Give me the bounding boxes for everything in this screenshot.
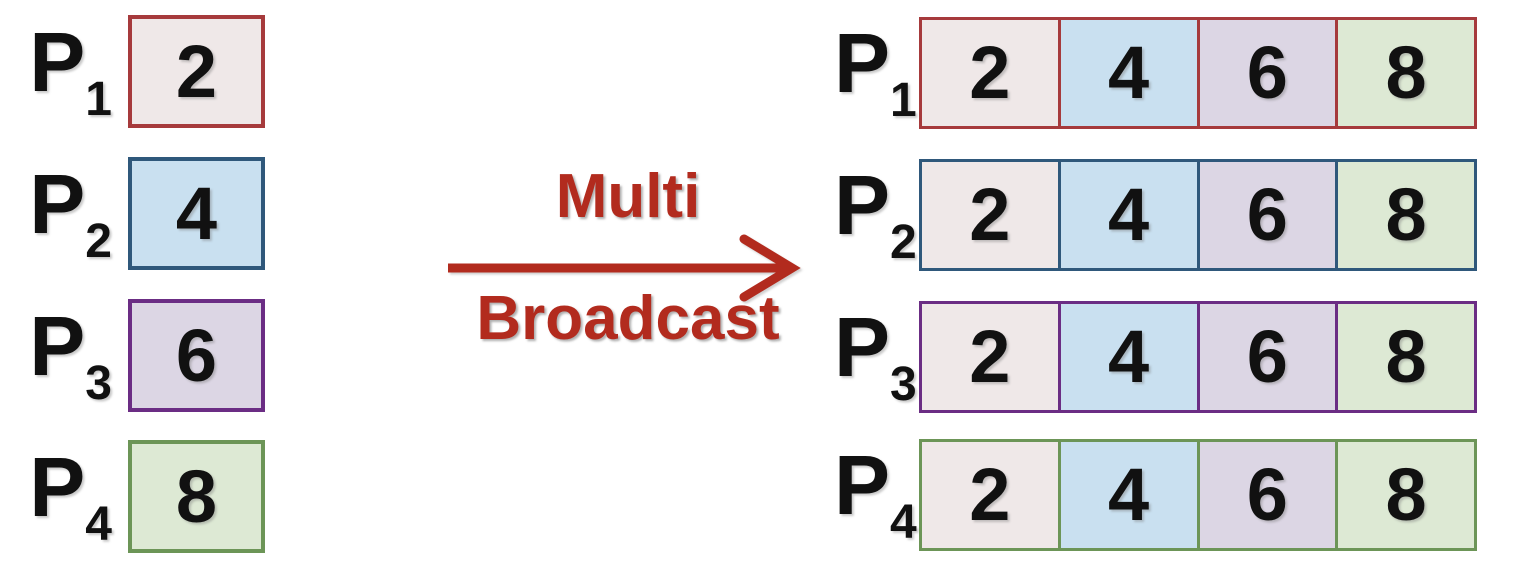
processor-label-p4: P4 — [29, 439, 112, 551]
result-cell: 8 — [1338, 441, 1474, 548]
processor-subscript: 2 — [890, 215, 917, 269]
processor-subscript: 3 — [85, 356, 112, 410]
result-cell: 2 — [922, 19, 1061, 126]
processor-subscript: 1 — [890, 73, 917, 127]
value: 6 — [175, 313, 218, 397]
processor-subscript: 2 — [85, 214, 112, 268]
value-box-p2: 4 — [128, 157, 265, 270]
initial-row-p2: P2 4 — [10, 157, 265, 270]
right-arrow-icon — [448, 234, 801, 302]
value: 4 — [175, 171, 218, 255]
result-cell: 2 — [922, 303, 1061, 410]
result-row-p1: P1 2 4 6 8 — [834, 16, 1477, 129]
result-cell: 4 — [1060, 441, 1200, 548]
processor-label-p4: P4 — [834, 437, 917, 549]
result-cell: 8 — [1338, 303, 1474, 410]
result-cell: 4 — [1060, 161, 1200, 268]
processor-label-p2: P2 — [29, 156, 112, 268]
value-box-p3: 6 — [128, 299, 265, 412]
result-cell: 2 — [922, 161, 1061, 268]
processor-label-p2: P2 — [834, 157, 917, 269]
processor-label-p3: P3 — [29, 298, 112, 410]
result-cell: 4 — [1060, 19, 1200, 126]
result-row-p3: P3 2 4 6 8 — [834, 300, 1477, 413]
processor-label-p1: P1 — [834, 15, 917, 127]
result-cell: 8 — [1338, 161, 1474, 268]
processor-subscript: 3 — [890, 357, 917, 411]
result-row-p4: P4 2 4 6 8 — [834, 438, 1477, 551]
processor-subscript: 4 — [85, 497, 112, 551]
result-cell: 2 — [922, 441, 1061, 548]
processor-label-p3: P3 — [834, 299, 917, 411]
result-cell: 4 — [1060, 303, 1200, 410]
operation-label-bottom: Broadcast — [476, 284, 780, 353]
processor-subscript: 4 — [890, 495, 917, 549]
initial-row-p1: P1 2 — [10, 15, 265, 128]
result-cell: 6 — [1199, 161, 1339, 268]
value: 8 — [175, 454, 218, 538]
processor-subscript: 1 — [85, 72, 112, 126]
result-cell: 6 — [1199, 441, 1339, 548]
result-cell: 6 — [1199, 303, 1339, 410]
processor-label-p1: P1 — [29, 14, 112, 126]
value: 2 — [175, 29, 218, 113]
result-vector-p4: 2 4 6 8 — [919, 438, 1477, 551]
result-vector-p2: 2 4 6 8 — [919, 158, 1477, 271]
result-vector-p3: 2 4 6 8 — [919, 300, 1477, 413]
operation-label-top: Multi — [555, 162, 701, 231]
value-box-p1: 2 — [128, 15, 265, 128]
value-box-p4: 8 — [128, 440, 265, 553]
result-cell: 6 — [1199, 19, 1339, 126]
result-vector-p1: 2 4 6 8 — [919, 16, 1477, 129]
result-cell: 8 — [1338, 19, 1474, 126]
initial-row-p4: P4 8 — [10, 440, 265, 553]
result-row-p2: P2 2 4 6 8 — [834, 158, 1477, 271]
initial-row-p3: P3 6 — [10, 299, 265, 412]
